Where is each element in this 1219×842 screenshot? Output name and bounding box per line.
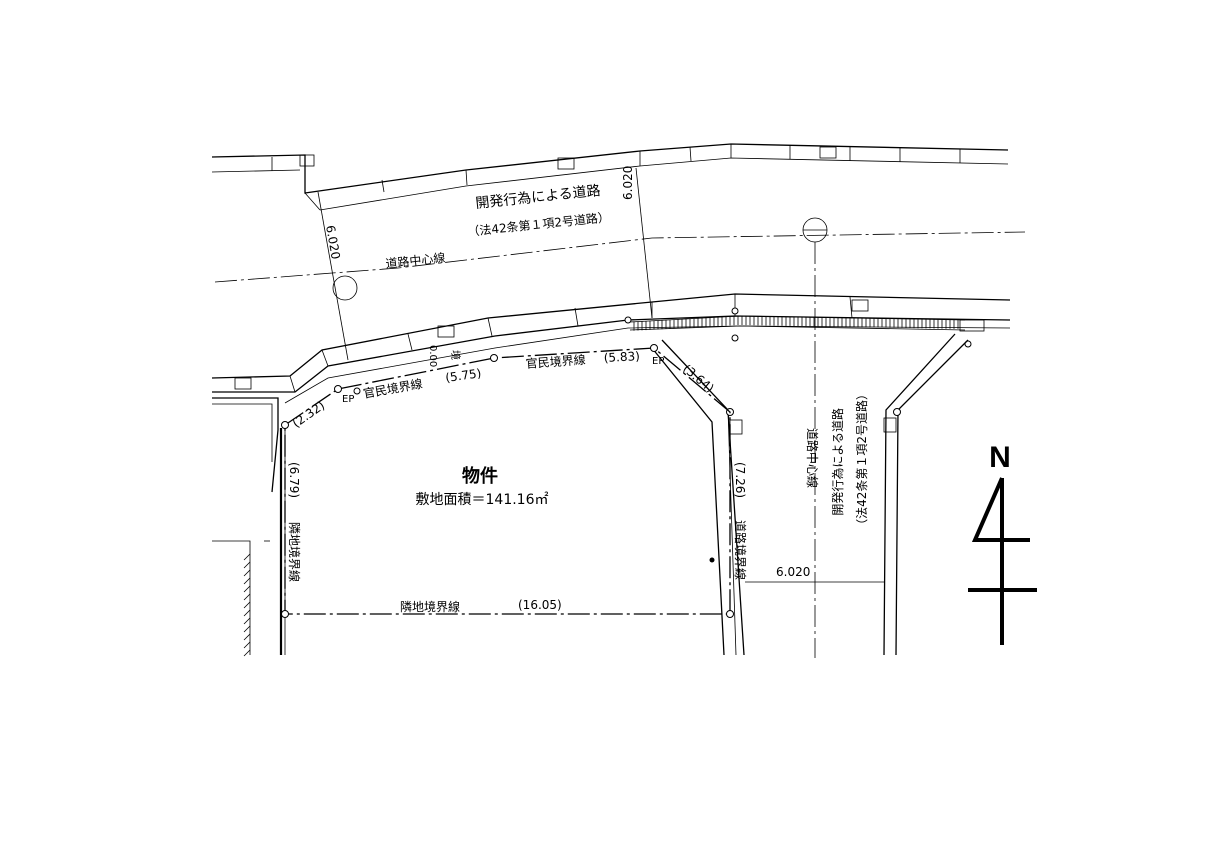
right-road-centerline-label: 道路中心線 — [805, 428, 820, 488]
property-area: 敷地面積＝141.16㎡ — [416, 492, 549, 508]
ep-marker-right: EP — [652, 356, 664, 367]
sidewalk-band: 0.00 境 — [211, 293, 1011, 404]
right-road-title: 開発行為による道路 — [830, 408, 845, 516]
right-road: 道路中心線 開発行為による道路 （法42条第１項2号道路） 6.020 — [651, 242, 969, 658]
top-road-subtitle: （法42条第１項2号道路） — [467, 209, 611, 239]
boundary-road-label: 道路境界線 — [733, 520, 748, 580]
boundary-public-private-1-length: (5.75) — [444, 366, 482, 385]
top-road-width-right: 6.020 — [621, 166, 635, 200]
boundary-public-private-2: 官民境界線 — [525, 352, 586, 371]
north-label: N — [989, 441, 1011, 474]
property-lot: 物件 敷地面積＝141.16㎡ 官民境界線 (5.75) 官民境界線 (5.83… — [279, 344, 748, 655]
neighbor-building — [212, 397, 279, 657]
boundary-corner-left-length: (2.32) — [290, 398, 328, 430]
property-title: 物件 — [462, 465, 498, 487]
top-road-centerline-label: 道路中心線 — [385, 250, 446, 271]
boundary-public-private-2-length: (5.83) — [603, 349, 640, 365]
boundary-public-private-1: 官民境界線 — [362, 376, 424, 401]
top-road-title: 開発行為による道路 — [475, 183, 602, 212]
ep-marker-left: EP — [342, 394, 354, 405]
boundary-neighbor-bottom-label: 隣地境界線 — [400, 599, 460, 614]
boundary-road-length: (7.26) — [733, 462, 747, 498]
small-mark-value: 0.00 — [427, 345, 438, 367]
small-mark-label: 境 — [449, 350, 462, 360]
boundary-neighbor-left-label: 隣地境界線 — [287, 522, 302, 582]
boundary-neighbor-left-length: (6.79) — [287, 462, 301, 498]
boundary-neighbor-bottom-length: (16.05) — [518, 598, 562, 612]
top-road-width-left: 6.020 — [323, 224, 343, 260]
right-road-width: 6.020 — [776, 565, 810, 579]
right-road-subtitle: （法42条第１項2号道路） — [854, 388, 869, 531]
north-arrow: N — [968, 441, 1037, 645]
